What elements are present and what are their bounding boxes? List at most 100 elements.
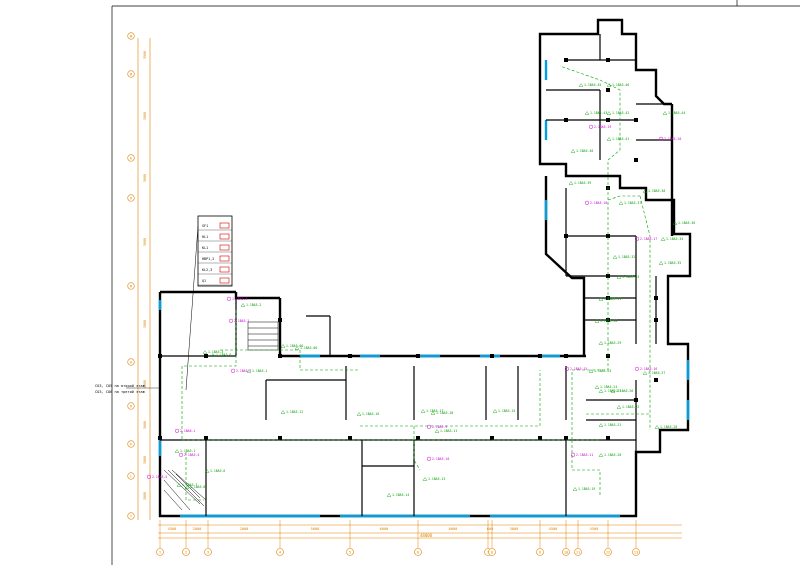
lamp-icon [210,353,216,357]
axis-label-5: 5 [349,551,351,555]
column [606,118,610,122]
lamp-icon [386,493,392,497]
dim-bottom-0: 4500 [168,527,177,531]
axis-bubble-5 [346,548,354,556]
axis-bubble-13 [632,548,640,556]
lamp-icon [174,449,180,453]
lamp-icon [294,346,300,350]
column [490,436,494,440]
equipment-label: 1.1ВА5.8 [190,485,205,489]
lamp-icon [612,255,618,259]
cable-routes [181,65,651,501]
lamp-icon [598,297,604,301]
column [204,354,208,358]
lamp-icon [430,411,436,415]
lamp-icon [598,389,604,393]
dim-bottom-7: 3000 [510,527,519,531]
legend-symbol [219,222,230,229]
equipment-label: 1.1ВА5.31 [604,297,621,301]
column [538,354,542,358]
dim-bottom-8: 4500 [549,527,558,531]
equipment-label: 1.1ВА5.27 [648,371,665,375]
equipment-label: 2.1ВА5.17 [640,237,657,241]
stair-southwest [163,469,207,511]
axis-left-label-0: Ж [130,34,133,38]
equipment-label: 1.1ВА5.37 [624,201,641,205]
lamp-icon [492,409,498,413]
column [654,318,658,322]
lamp-icon [280,344,286,348]
equipment-label: 2.1ВА5.20 [664,137,681,141]
equipment-label: 2.1ВА5.11 [576,453,593,457]
stair-note-line2: СО3, СО6 на третий этаж [95,390,146,394]
equipment-label: 1.1ВА5.18 [436,411,453,415]
axis-label-10: 10 [564,551,568,555]
distribution-box-icon [228,318,234,323]
equipment-label: 1.1ВА5.14 [392,493,409,497]
lamp-icon [594,385,600,389]
legend-row-label: KL1 [202,246,208,250]
dim-left-3: 3000 [143,238,147,246]
equipment-label: 1.1ВА5.41 [612,137,629,141]
column [634,118,638,122]
lamp-icon [204,469,210,473]
legend-symbol [219,244,230,251]
equipment-label: 1.1ВА5.45 [584,83,601,87]
dim-bottom-5: 6000 [449,527,458,531]
dim-left-8: 3000 [143,492,147,500]
legend-row-label: Q1 [202,279,206,283]
lamp-icon [606,83,612,87]
axis-left-label-4: М [130,284,132,288]
exterior-walls [158,18,692,518]
column [278,318,282,322]
dim-bottom-6: 600 [487,527,494,531]
axis-bubble-9 [536,548,544,556]
left-dimension-chain [137,38,151,520]
axis-left-bubble-5 [127,358,135,366]
equipment-label: 2.1ВА5.9 [432,425,447,429]
equipment-label: 1.1ВА5.11 [440,429,457,433]
equipment-label: 1.1ВА5.00 [286,344,303,348]
equipment-label: 1.1ВА5.32 [618,255,635,259]
equipment-label: 1.1ВА5.42 [612,111,629,115]
lamp-icon [572,487,578,491]
axis-bubble-2 [182,548,190,556]
lamp-icon [434,429,440,433]
bottom-total-dimension: 48000 [420,533,433,538]
equipment-label: 1.1ВА5.36 [678,221,695,225]
equipment-label: 2.1ВА5.7 [236,369,251,373]
lamp-icon [570,149,576,153]
columns [158,58,658,440]
axis-left-label-3: Л [130,196,132,200]
lamp-icon [422,477,428,481]
equipment-label: 1.1ВА5.25 [604,389,621,393]
column [654,296,658,300]
distribution-box-icon [634,366,640,371]
column [204,436,208,440]
legend-symbol [219,233,230,240]
distribution-box-icon [584,200,590,205]
lamp-icon [642,371,648,375]
lamp-icon [280,410,286,414]
lamp-icon [568,181,574,185]
equipment-label: 1.1ВА5.15 [498,409,515,413]
column [564,58,568,62]
equipment-labels: 1.1ВА5.001.1ВА5.001.1ВА5.42.1ВА5.71.1ВА5… [146,83,695,497]
distribution-box-icon [564,366,570,371]
equipment-label: 1.1ВА5.28 [660,425,677,429]
legend-leader [185,225,199,391]
column [606,88,610,92]
lamp-icon [616,275,622,279]
axis-left-bubble-3 [127,194,135,202]
equipment-label: 1.1ВА5.34 [666,237,683,241]
lamp-icon [662,111,668,115]
dim-left-7: 3000 [143,456,147,464]
equipment-label: 1.1ВА5.30 [600,319,617,323]
axis-label-3: 3 [207,551,209,555]
axis-bubble-1 [156,548,164,556]
equipment-label: 1.1ВА5.20 [604,453,621,457]
axis-left-bubble-2 [127,154,135,162]
equipment-label: 1.1ВА5.1 [180,449,195,453]
